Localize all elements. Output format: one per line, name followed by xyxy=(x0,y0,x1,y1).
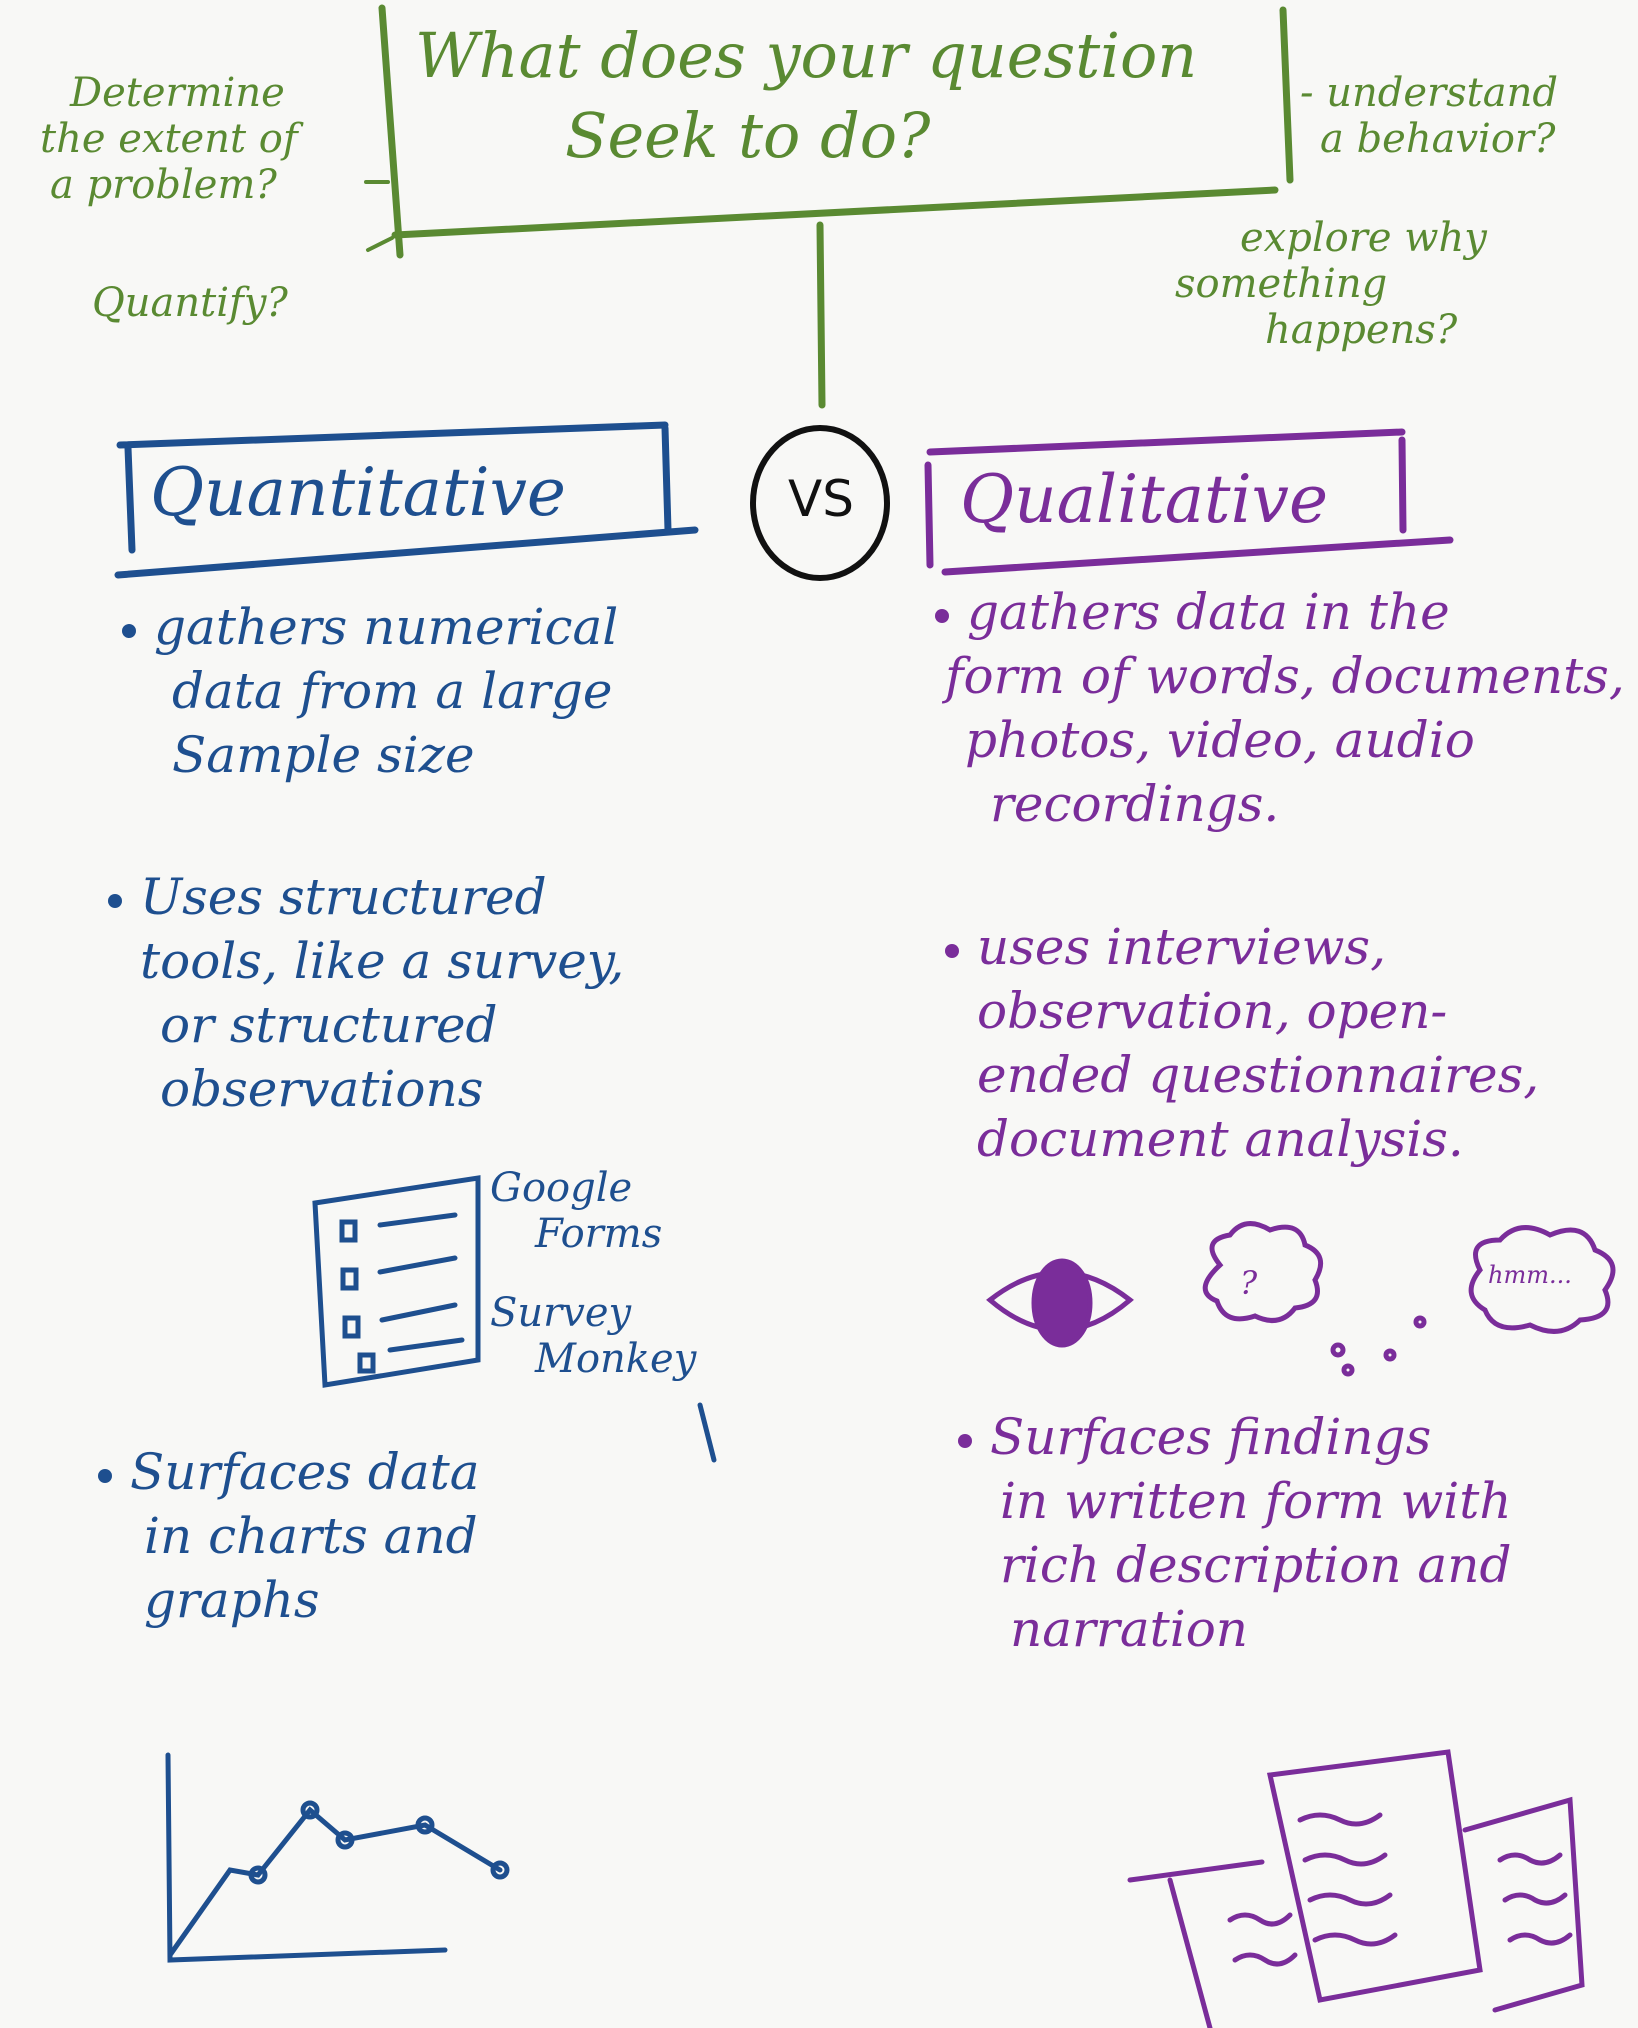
tool-google-forms: Google Forms xyxy=(490,1165,662,1257)
tool-line: Monkey xyxy=(535,1336,697,1382)
bullet-line: gathers data in the xyxy=(935,580,1625,644)
bullet-line: Sample size xyxy=(172,726,475,784)
prompt-extent: Determine the extent of a problem? xyxy=(40,70,298,208)
prompt-behavior-line: - understand xyxy=(1300,70,1558,116)
bullet-dot xyxy=(108,894,122,908)
line-chart-sketch xyxy=(165,1752,510,1963)
bullet-line: ended questionnaires, xyxy=(977,1046,1540,1104)
bullet-line: document analysis. xyxy=(977,1110,1464,1168)
prompt-extent-line: a problem? xyxy=(50,162,277,208)
bullet-line: narration xyxy=(1010,1600,1249,1658)
tool-survey-monkey: Survey Monkey xyxy=(490,1290,696,1382)
vs-label: VS xyxy=(788,470,854,528)
quant-bullet-1: gathers numerical data from a large Samp… xyxy=(122,595,618,787)
survey-form-sketch xyxy=(312,1175,717,1463)
bullet-line: gathers numerical xyxy=(122,595,618,659)
qual-bullet-2: uses interviews, observation, open- ende… xyxy=(945,915,1539,1171)
qualitative-heading: Qualitative xyxy=(960,461,1329,538)
bullet-line: form of words, documents, xyxy=(945,647,1625,705)
tool-line: Google xyxy=(490,1165,633,1211)
bullet-line: rich description and xyxy=(1000,1536,1512,1594)
speech-bubble-text: hmm... xyxy=(1488,1261,1572,1289)
bullet-line: observation, open- xyxy=(977,982,1448,1040)
bullet-line: Uses structured xyxy=(108,865,624,929)
prompt-explore-line: something xyxy=(1175,261,1388,307)
prompt-explore-line: happens? xyxy=(1265,307,1458,353)
bullet-line: photos, video, audio xyxy=(965,711,1475,769)
bullet-dot xyxy=(122,624,136,638)
bullet-line: uses interviews, xyxy=(945,915,1539,979)
prompt-explore-line: explore why xyxy=(1240,215,1487,261)
bullet-dot xyxy=(945,944,959,958)
bullet-dot xyxy=(98,1469,112,1483)
quantitative-heading: Quantitative xyxy=(150,454,566,531)
prompt-explore: explore why something happens? xyxy=(1175,215,1487,353)
qual-bullet-3: Surfaces findings in written form with r… xyxy=(958,1405,1512,1661)
bullet-dot xyxy=(935,609,949,623)
bullet-dot xyxy=(958,1434,972,1448)
prompt-extent-line: Determine xyxy=(70,70,285,116)
tool-line: Forms xyxy=(535,1211,663,1257)
thought-bubble-text: ? xyxy=(1240,1264,1258,1302)
qual-bullet-1: gathers data in the form of words, docum… xyxy=(935,580,1625,836)
prompt-behavior: - understand a behavior? xyxy=(1300,70,1558,162)
bullet-line: graphs xyxy=(144,1571,320,1629)
observation-sketches xyxy=(986,1221,1616,1377)
question-title-line2: Seek to do? xyxy=(565,99,931,172)
bullet-line: or structured xyxy=(160,996,498,1054)
question-title-line1: What does your question xyxy=(415,19,1198,92)
vs-circle xyxy=(750,425,890,581)
bullet-line: in charts and xyxy=(144,1507,478,1565)
prompt-extent-line: the extent of xyxy=(40,116,298,162)
documents-sketch xyxy=(1127,1749,1585,2028)
bullet-line: tools, like a survey, xyxy=(140,932,625,990)
tool-line: Survey xyxy=(490,1290,632,1336)
quant-bullet-3: Surfaces data in charts and graphs xyxy=(98,1440,480,1632)
quant-bullet-2: Uses structured tools, like a survey, or… xyxy=(108,865,624,1121)
bullet-line: observations xyxy=(160,1060,484,1118)
bullet-line: in written form with xyxy=(1000,1472,1512,1530)
prompt-behavior-line: a behavior? xyxy=(1320,116,1556,162)
bullet-line: Surfaces data xyxy=(98,1440,480,1504)
bullet-line: data from a large xyxy=(172,662,613,720)
bullet-line: Surfaces findings xyxy=(958,1405,1512,1469)
bullet-line: recordings. xyxy=(990,775,1280,833)
prompt-quantify: Quantify? xyxy=(92,280,288,326)
